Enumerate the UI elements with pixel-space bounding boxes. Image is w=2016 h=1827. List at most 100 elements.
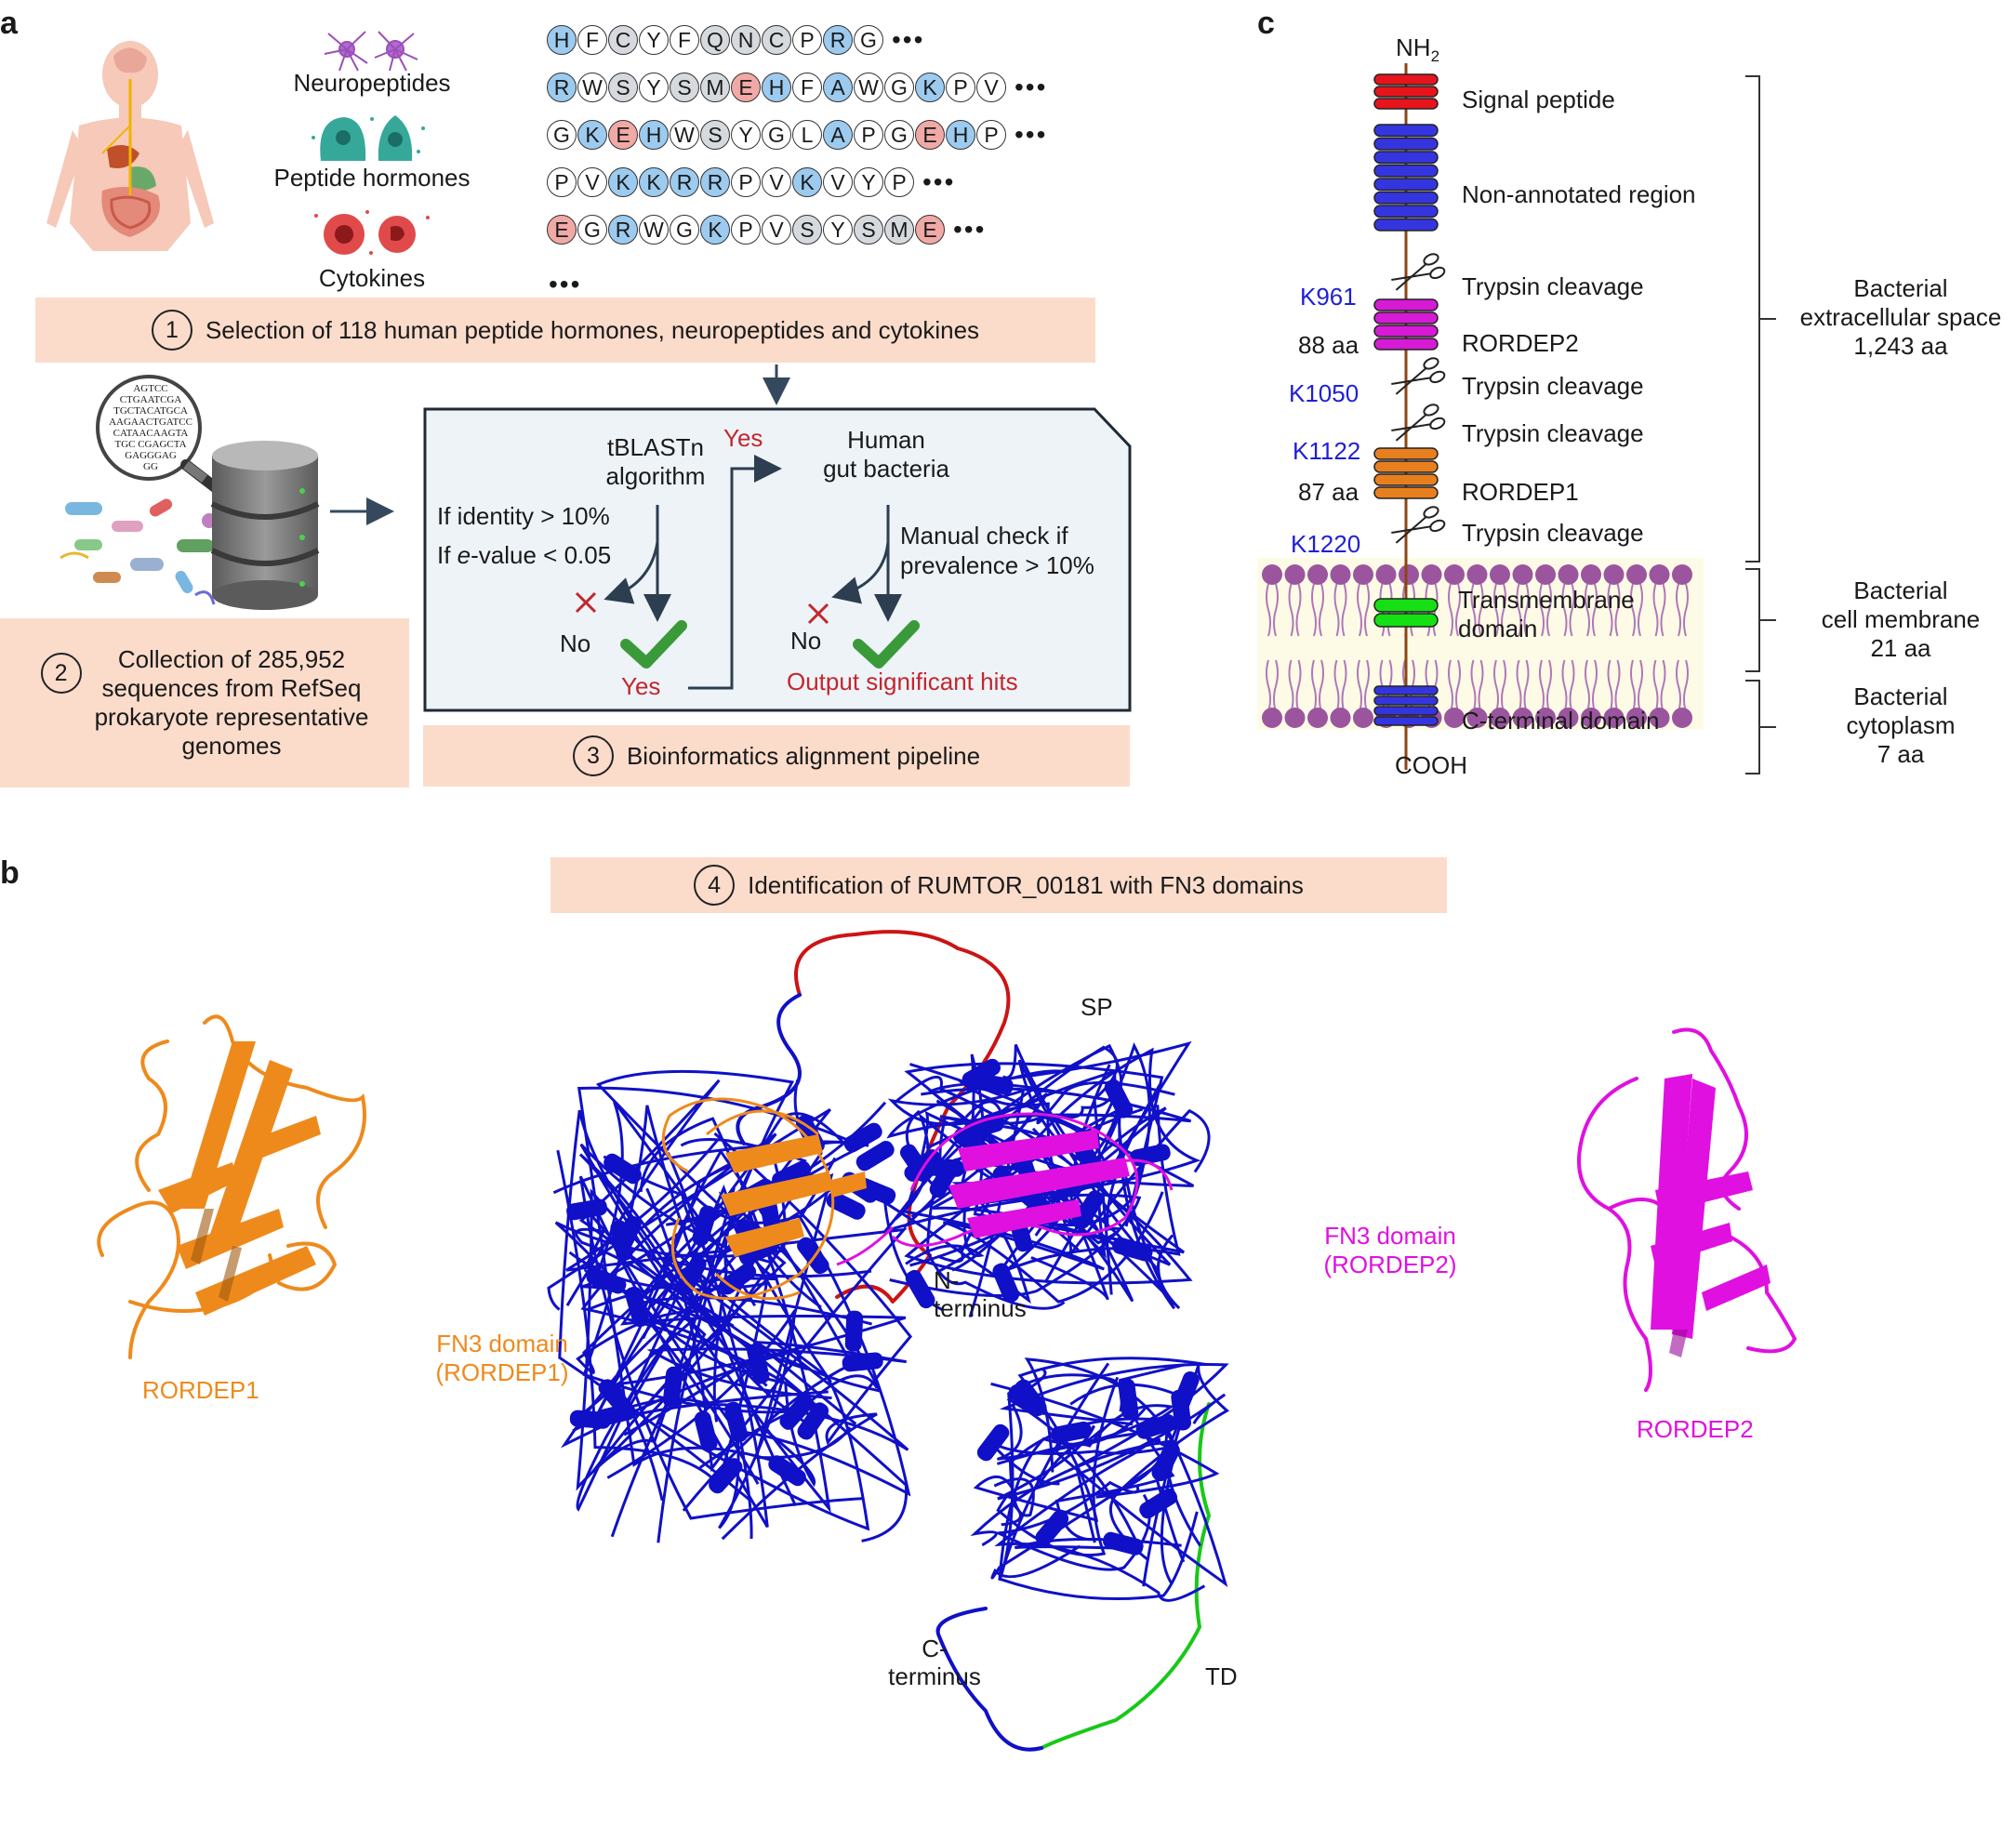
right-domain-helix [1104,1079,1134,1119]
lower-right-domain-helix [976,1423,1010,1462]
lipid-tail [1364,659,1370,713]
membrane-line2: cell membrane [1821,605,1981,633]
cytoplasm-line3: 7 aa [1877,740,1925,768]
lower-right-domain-helix [1135,1414,1176,1439]
no-label-1: No [560,629,591,657]
step2-line2: sequences from RefSeq [101,674,362,702]
endocrine-cell-icon [312,115,425,161]
lipid-tail [1630,659,1636,713]
lipid-tail [1311,659,1317,713]
amino-acid-circle: S [792,215,822,245]
lipid-tail [1295,659,1302,713]
scissors-handle [1423,253,1439,266]
human-gut-line2: gut bacteria [823,455,949,483]
left-domain-helix [797,1402,829,1440]
amino-acid-circle: P [731,215,761,245]
nh2-label: NH2 [1396,33,1439,66]
rordep2-feature-label: RORDEP2 [1462,329,1579,357]
lipid-head [1466,564,1488,585]
lipid-head [1330,708,1351,728]
left-domain-helix [797,1237,829,1275]
left-domain-helix [768,1455,806,1487]
lipid-tail [1311,583,1317,637]
nonannotated-pill [1373,205,1439,218]
lower-right-domain-loop [973,1357,1207,1522]
immune-cell-icon [314,210,430,255]
lipid-tail [1592,583,1598,637]
dna-line: CATAACAAGTA [113,428,189,439]
amino-acid-circle: G [670,215,699,245]
nonannotated-pill [1373,178,1439,192]
c-terminus-line2: terminus [888,1662,981,1690]
lipid-tail [1341,583,1347,637]
scissors-handle [1429,417,1446,430]
right-domain-helix [1073,1190,1104,1229]
sequence-ellipsis: ••• [922,167,956,196]
step3-banner: 3 Bioinformatics alignment pipeline [423,725,1130,787]
amino-acid-circle: H [639,120,669,150]
fn3-1-line2: (RORDEP1) [435,1358,569,1386]
amino-acid-circle: V [762,215,791,245]
rordep2-pill [1373,311,1439,324]
evalue-suffix: -value < 0.05 [471,541,612,569]
amino-acid-circle: R [608,215,638,245]
human-gut-line1: Human [847,426,925,454]
lower-right-domain-helix [1050,1421,1092,1444]
scissors-handle [1429,370,1446,384]
lipid-head [1672,708,1692,728]
td-label: TD [1205,1662,1238,1690]
lipid-tail [1676,659,1681,713]
lipid-head [1444,708,1465,728]
nonannotated-pill [1373,191,1439,205]
trypsin-label-2: Trypsin cleavage [1462,372,1644,400]
lipid-head [1307,708,1328,728]
lipid-tail [1546,583,1552,637]
lipid-head [1466,708,1488,728]
lipid-tail [1357,583,1362,637]
nh2-subscript: 2 [1430,47,1440,66]
amino-acid-circle: V [823,167,853,197]
lipid-tail [1341,659,1347,713]
nonannotated-pill [1373,164,1439,178]
lipid-head [1603,564,1625,585]
step2-line3: prokaryote representative [94,703,369,731]
lipid-tail [1273,583,1279,637]
left-domain-helix [709,1458,743,1494]
amino-acid-circle: E [915,120,945,150]
lipid-head [1581,564,1601,585]
lipid-tail [1288,583,1294,637]
amino-acid-circle: F [577,25,607,55]
lipid-tail [1470,659,1477,713]
lipid-tail [1660,659,1666,713]
left-domain-helix [566,1198,608,1221]
fn3-2-line2: (RORDEP2) [1323,1251,1457,1278]
lipid-head [1444,564,1465,585]
lower-right-domain-loop [997,1393,1227,1501]
scissors-icon [1391,404,1446,442]
lipid-tail [1676,583,1681,637]
amino-acid-circle: E [547,215,577,245]
lipid-tail [1630,583,1636,637]
nonannotated-pill [1373,218,1439,232]
rordep2-pill [1373,338,1439,351]
lipid-tail [1288,659,1294,713]
yes-label-bottom: Yes [621,672,661,700]
lipid-head [1262,708,1282,728]
c-terminus-label: C- terminus [879,1635,990,1690]
lipid-head [1558,564,1579,585]
lipid-tail [1455,659,1461,713]
scissors-icon [1391,506,1446,544]
amino-acid-circle: F [792,73,822,102]
amino-acid-circle: C [762,25,791,55]
left-domain-helix [677,1255,707,1295]
left-domain-helix [692,1205,717,1246]
amino-acid-circle: S [854,215,883,245]
sp-label: SP [1081,993,1113,1021]
step1-number: 1 [151,310,192,351]
lipid-tail [1523,583,1530,637]
lipid-tail [1523,659,1530,713]
lipid-tail [1569,583,1575,637]
step4-number: 4 [694,865,736,906]
